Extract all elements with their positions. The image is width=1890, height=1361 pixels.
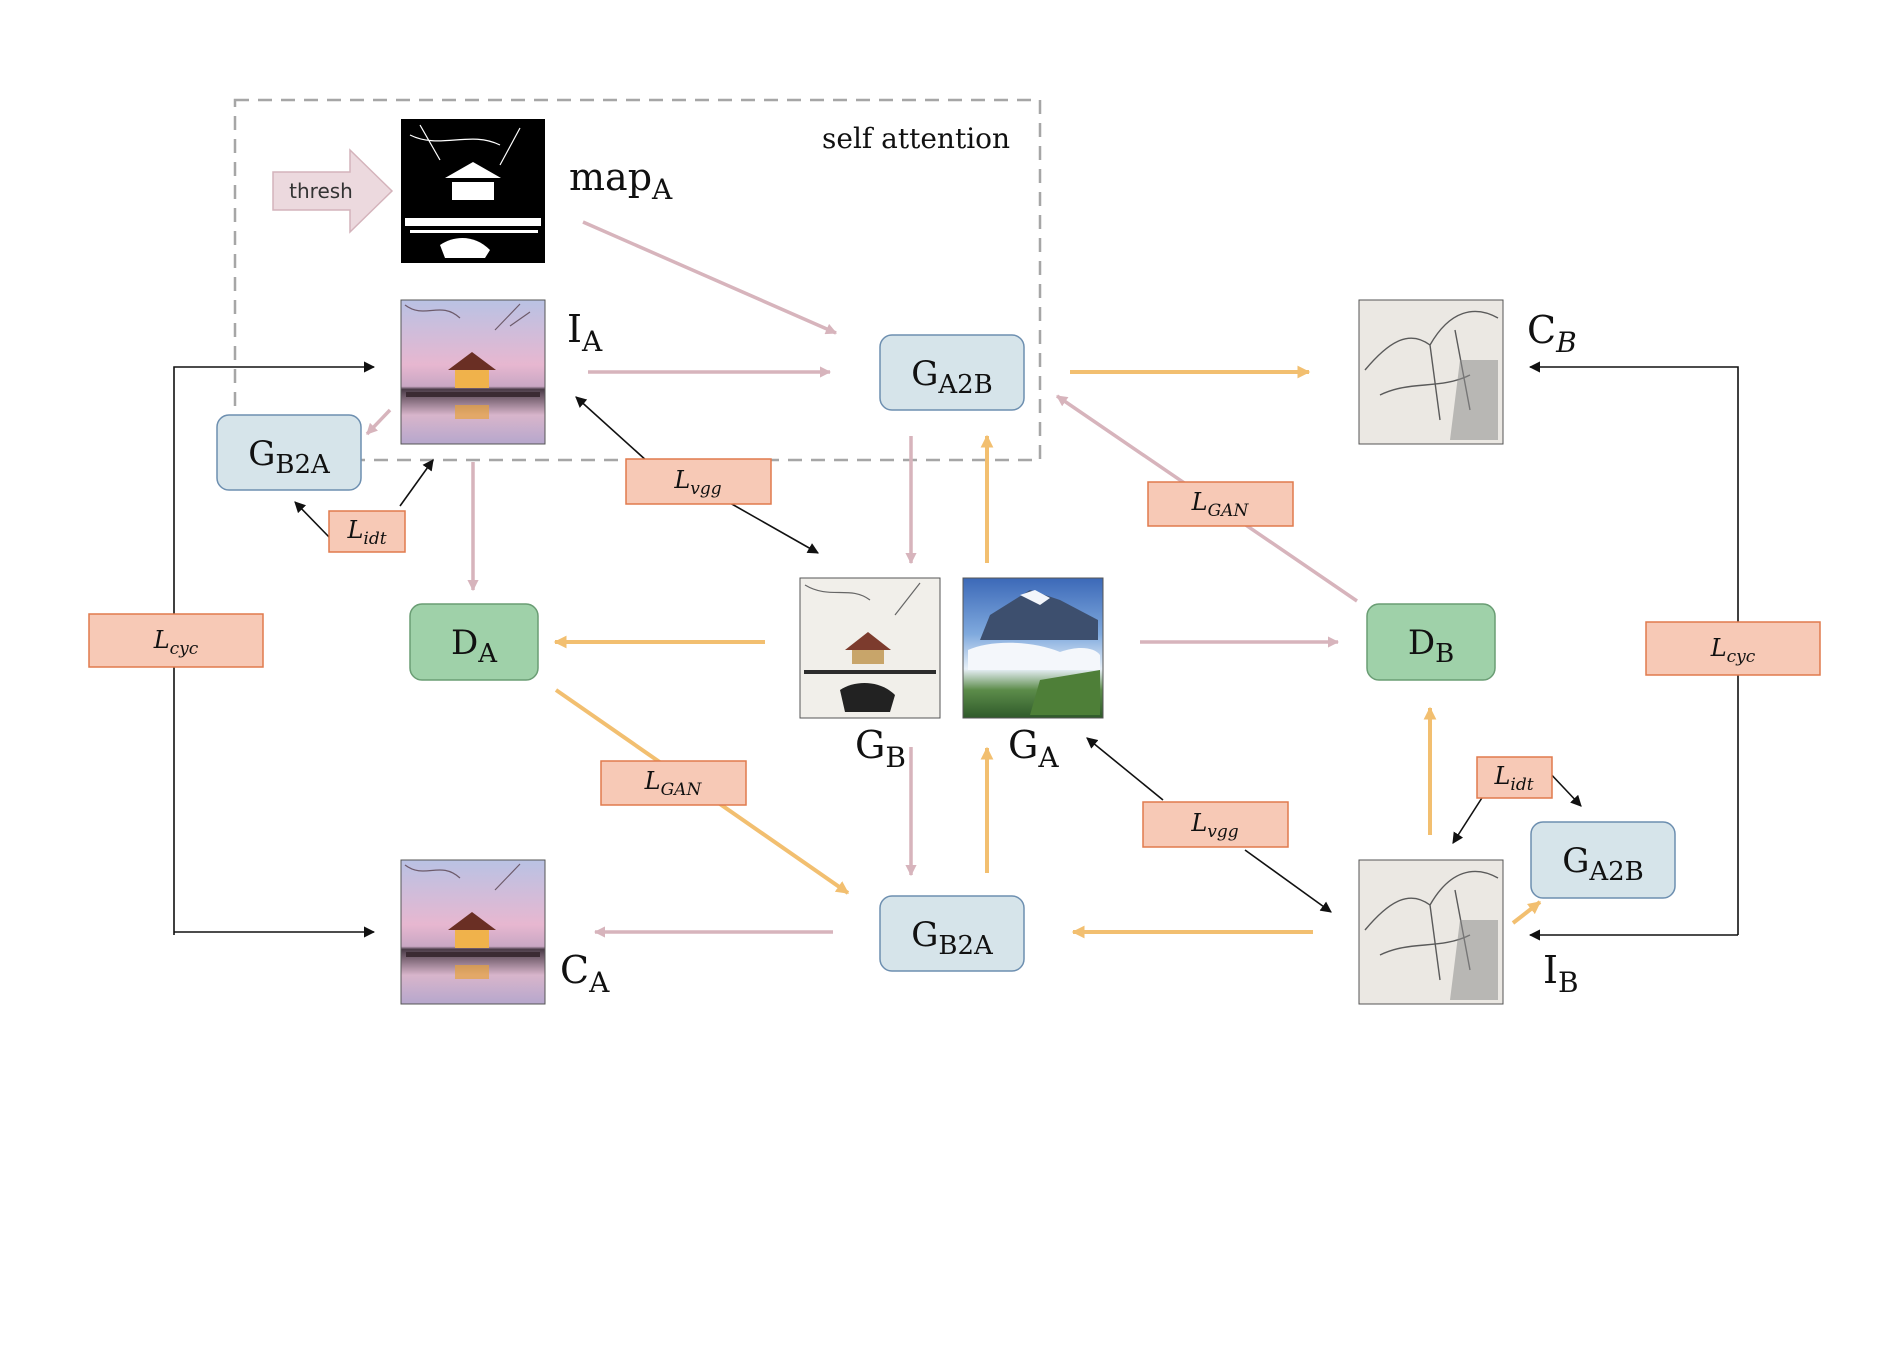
cyc-left-path-top (173, 361, 376, 935)
svg-text:DB: DB (1408, 623, 1454, 669)
idt-right-to-ib (1452, 789, 1488, 844)
vgg-bottom-to-ga (1086, 737, 1164, 801)
arrow-ia-to-gb2a (365, 408, 392, 436)
generated-image-b (799, 577, 941, 719)
vgg-top-to-gb (729, 502, 819, 554)
cyc-right-path-top (1528, 361, 1739, 935)
idt-left-to-ia (399, 459, 434, 507)
thresh-label: thresh (289, 179, 353, 203)
cycled-image-a (400, 859, 546, 1005)
g-a-label: GA (1008, 723, 1059, 774)
vgg-top-to-ia (575, 396, 649, 463)
loss-vgg-top: Lvgg (625, 458, 772, 505)
svg-text:Lvgg: Lvgg (1190, 809, 1238, 842)
loss-vgg-bottom: Lvgg (1142, 801, 1289, 848)
svg-text:Lvgg: Lvgg (673, 466, 721, 499)
svg-text:Lcyc: Lcyc (1710, 634, 1756, 667)
loss-cyc-right: Lcyc (1645, 621, 1821, 676)
generator-b2a-left: GB2A (216, 414, 362, 491)
discriminator-a: DA (409, 603, 539, 681)
c-b-label: CB (1527, 308, 1577, 359)
i-a-label: IA (567, 307, 603, 358)
vgg-bottom-to-ib (1244, 849, 1332, 913)
loss-idt-left: Lidt (328, 510, 406, 553)
generator-b2a-bottom: GB2A (879, 895, 1025, 972)
g-b-label: GB (855, 723, 906, 774)
loss-cyc-left: Lcyc (88, 613, 264, 668)
thresh-arrow: thresh (272, 148, 394, 234)
input-image-b (1358, 859, 1504, 1005)
svg-text:GA2B: GA2B (911, 354, 993, 400)
svg-text:Lidt: Lidt (346, 516, 386, 549)
svg-text:DA: DA (451, 623, 498, 669)
generator-a2b-top: GA2B (879, 334, 1025, 411)
map-a-label: mapA (569, 155, 673, 206)
svg-text:GB2A: GB2A (248, 434, 331, 480)
svg-text:GB2A: GB2A (911, 915, 994, 961)
svg-text:LGAN: LGAN (644, 767, 703, 800)
generator-a2b-right: GA2B (1530, 821, 1676, 899)
svg-text:GA2B: GA2B (1562, 841, 1644, 887)
loss-gan-top: LGAN (1147, 481, 1294, 527)
self-attention-label: self attention (822, 122, 1010, 155)
arrow-map-to-ga2b (582, 220, 838, 335)
cycled-image-b (1358, 299, 1504, 445)
svg-text:Lidt: Lidt (1493, 762, 1533, 795)
arrow-ib-to-ga2b (1511, 900, 1542, 925)
i-b-label: IB (1543, 948, 1579, 999)
generated-image-a (962, 577, 1104, 719)
loss-gan-bottom: LGAN (600, 760, 747, 806)
loss-idt-right: Lidt (1476, 756, 1553, 799)
idt-left-to-gb2a (294, 501, 331, 539)
svg-text:Lcyc: Lcyc (153, 626, 199, 659)
arrows (173, 220, 1739, 941)
input-image-a (400, 299, 546, 445)
attention-map-image (401, 119, 545, 263)
discriminator-b: DB (1366, 603, 1496, 681)
c-a-label: CA (560, 948, 610, 999)
svg-text:LGAN: LGAN (1191, 488, 1250, 521)
